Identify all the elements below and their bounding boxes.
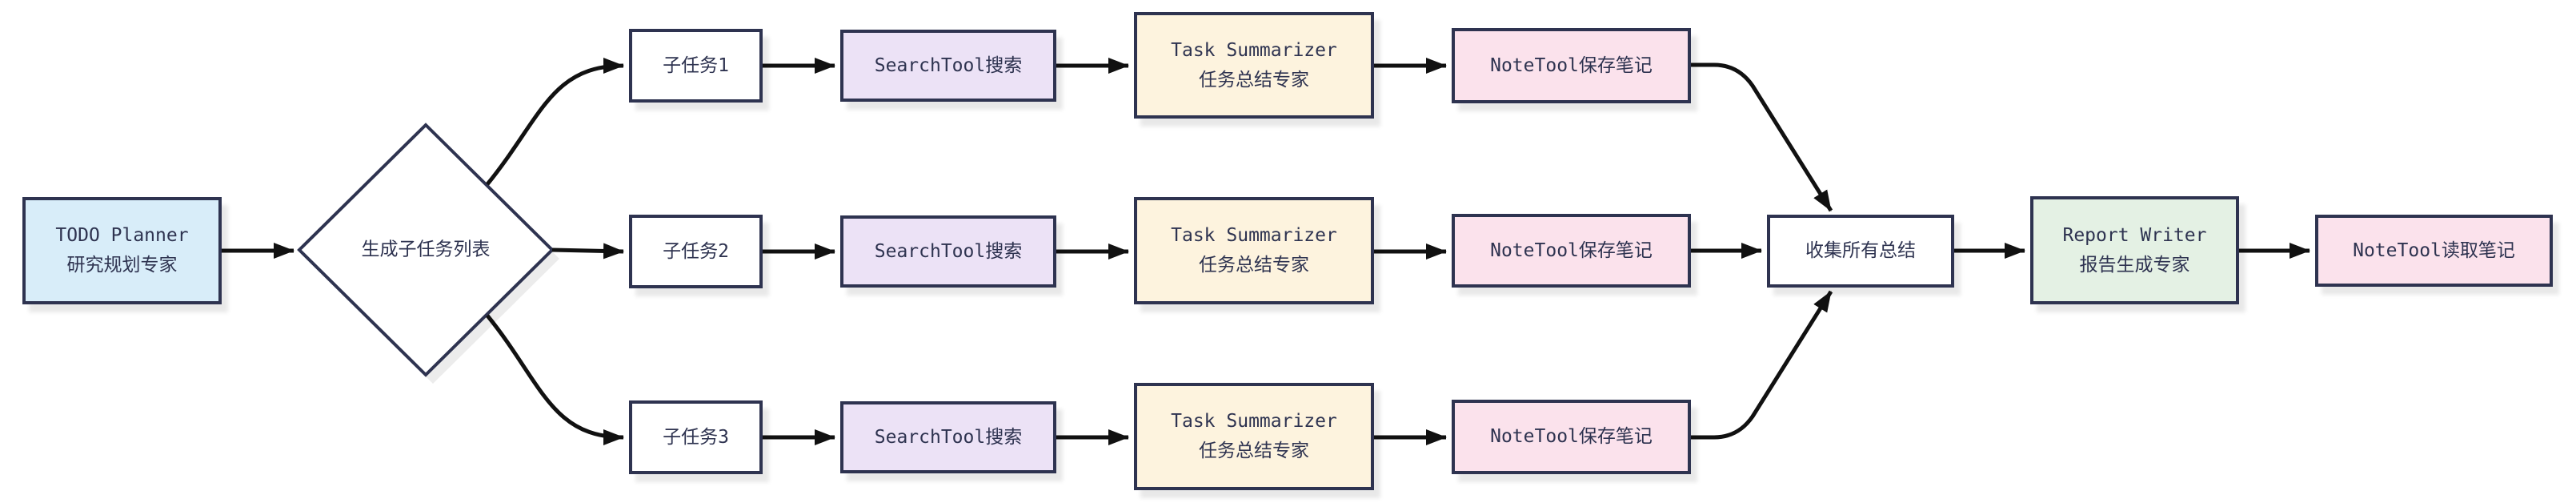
node-collect-label: 收集所有总结	[1805, 240, 1916, 261]
node-search-3: SearchTool搜索	[840, 401, 1056, 473]
node-report-writer-label: Report Writer	[2062, 224, 2207, 246]
node-subtask-1-label: 子任务1	[663, 54, 729, 76]
node-search-3-label: SearchTool搜索	[874, 426, 1023, 448]
edge-gen-subtasks-to-subtask-1	[486, 58, 624, 186]
node-search-1: SearchTool搜索	[840, 30, 1056, 102]
edge-note-save-1-to-collect	[1691, 62, 1833, 212]
node-summarizer-2-label: 任务总结专家	[1199, 255, 1309, 276]
node-subtask-1: 子任务1	[629, 29, 763, 103]
node-note-save-1: NoteTool保存笔记	[1452, 28, 1691, 103]
node-summarizer-1-label: Task Summarizer	[1171, 39, 1337, 61]
node-summarizer-2-label: Task Summarizer	[1171, 225, 1337, 246]
node-report-writer: Report Writer 报告生成专家	[2030, 196, 2239, 304]
node-collect: 收集所有总结	[1767, 215, 1954, 288]
node-subtask-3-label: 子任务3	[663, 426, 729, 448]
node-note-read: NoteTool读取笔记	[2315, 215, 2553, 287]
node-note-save-3-label: NoteTool保存笔记	[1490, 426, 1653, 447]
edge-gen-subtasks-to-subtask-3	[486, 314, 624, 445]
node-todo-planner-label: 研究规划专家	[66, 255, 178, 276]
node-summarizer-1-label: 任务总结专家	[1199, 69, 1309, 91]
edge-gen-subtasks-to-subtask-2	[551, 243, 624, 260]
edge-note-save-3-to-collect	[1690, 290, 1833, 440]
node-subtask-3: 子任务3	[629, 400, 763, 474]
node-search-1-label: SearchTool搜索	[874, 54, 1023, 76]
node-summarizer-3: Task Summarizer 任务总结专家	[1134, 383, 1374, 490]
node-summarizer-3-label: 任务总结专家	[1199, 441, 1309, 461]
node-search-2-label: SearchTool搜索	[874, 240, 1023, 262]
node-summarizer-2: Task Summarizer 任务总结专家	[1134, 197, 1374, 304]
node-note-save-2-label: NoteTool保存笔记	[1490, 239, 1653, 261]
node-gen-subtasks-label: 生成子任务列表	[362, 235, 491, 265]
node-note-read-label: NoteTool读取笔记	[2353, 239, 2515, 261]
node-gen-subtasks-label-line: 生成子任务列表	[361, 239, 491, 260]
node-note-save-1-label: NoteTool保存笔记	[1490, 54, 1653, 76]
node-note-save-3: NoteTool保存笔记	[1452, 400, 1691, 474]
node-subtask-2-label: 子任务2	[663, 240, 729, 262]
node-todo-planner-label: TODO Planner	[55, 225, 189, 246]
node-todo-planner: TODO Planner 研究规划专家	[22, 197, 222, 304]
node-report-writer-label: 报告生成专家	[2079, 254, 2190, 276]
node-summarizer-1: Task Summarizer 任务总结专家	[1134, 12, 1374, 119]
node-search-2: SearchTool搜索	[840, 215, 1056, 288]
node-summarizer-3-label: Task Summarizer	[1171, 411, 1337, 432]
node-subtask-2: 子任务2	[629, 215, 763, 288]
node-note-save-2: NoteTool保存笔记	[1452, 214, 1691, 288]
